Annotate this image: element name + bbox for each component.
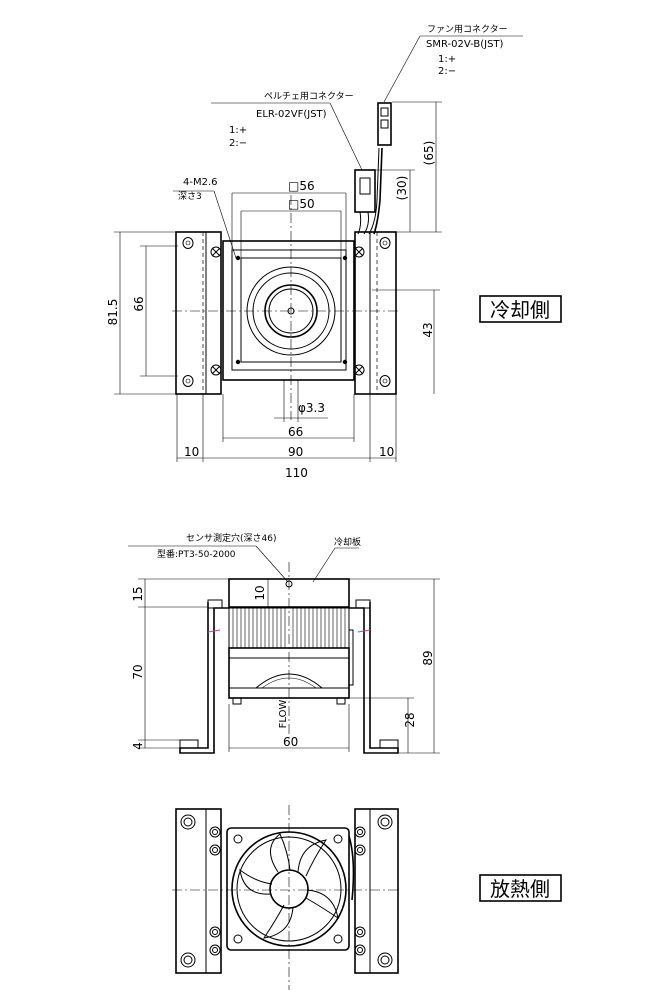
front-view-labels: センサ測定穴(深さ46) 型番:PT3-50-2000 冷却板 15 10 70… bbox=[131, 532, 435, 750]
screw-hole-spec: 4-M2.6 bbox=[183, 177, 218, 188]
cold-plate-side bbox=[228, 578, 350, 608]
fan-hub bbox=[269, 869, 309, 909]
peltier-connector bbox=[354, 169, 376, 213]
peltier-pin1: 1:+ bbox=[229, 125, 247, 136]
dim-90: 90 bbox=[288, 445, 303, 459]
sensor-model-label: 型番:PT3-50-2000 bbox=[157, 548, 236, 560]
dim-43: 43 bbox=[421, 322, 435, 337]
screw-hole-depth: 深さ3 bbox=[178, 191, 202, 202]
cold-plate-outer bbox=[222, 240, 355, 381]
dim-50: □50 bbox=[288, 197, 315, 211]
heat-side-label: 放熱側 bbox=[490, 877, 550, 901]
bottom-view-labels: 放熱側 bbox=[479, 874, 562, 902]
dim-30: (30) bbox=[395, 176, 409, 201]
dim-89: 89 bbox=[421, 650, 435, 665]
fan-connector-model: SMR-02V-B(JST) bbox=[426, 39, 504, 50]
peltier-connector-model: ELR-02VF(JST) bbox=[256, 109, 327, 120]
dim-hole: φ3.3 bbox=[298, 401, 325, 415]
fan-ring bbox=[231, 831, 347, 947]
dim-66-bottom: 66 bbox=[288, 425, 303, 439]
bottom-view bbox=[172, 805, 400, 990]
fan-pin2: 2:− bbox=[438, 66, 456, 77]
dim-65: (65) bbox=[422, 141, 436, 166]
peltier-pin2: 2:− bbox=[229, 138, 247, 149]
square-56 bbox=[231, 249, 347, 371]
heat-side-box bbox=[479, 874, 562, 902]
dim-28: 28 bbox=[403, 712, 417, 727]
dim-110: 110 bbox=[285, 466, 308, 480]
dim-4: 4 bbox=[131, 742, 145, 750]
fan-connector bbox=[377, 102, 392, 146]
fan-connector-title: ファン用コネクター bbox=[427, 24, 508, 35]
dim-70: 70 bbox=[131, 664, 145, 679]
dim-10: 10 bbox=[253, 585, 267, 600]
top-view-labels: ファン用コネクター SMR-02V-B(JST) 1:+ 2:− ペルチェ用コネ… bbox=[106, 24, 562, 480]
dim-10-right: 10 bbox=[379, 445, 394, 459]
cooling-side-label: 冷却側 bbox=[490, 298, 550, 322]
fan-frame bbox=[226, 827, 350, 951]
dim-60: 60 bbox=[283, 735, 298, 749]
left-bracket-bottom bbox=[175, 808, 222, 974]
dim-56: □56 bbox=[288, 179, 315, 193]
front-view bbox=[128, 545, 440, 754]
fan-blades bbox=[239, 833, 339, 939]
peltier-connector-title: ペルチェ用コネクター bbox=[264, 91, 354, 102]
dim-15: 15 bbox=[131, 586, 145, 601]
dim-66-left: 66 bbox=[132, 296, 146, 311]
fan-wire bbox=[373, 147, 383, 235]
sensor-hole-label: センサ測定穴(深さ46) bbox=[186, 532, 276, 544]
dim-10-left: 10 bbox=[184, 445, 199, 459]
top-view bbox=[114, 35, 523, 462]
dim-81-5: 81.5 bbox=[106, 299, 120, 326]
flow-label: FLOW bbox=[278, 700, 289, 729]
fan-pin1: 1:+ bbox=[438, 54, 456, 65]
cold-plate-label: 冷却板 bbox=[334, 536, 361, 548]
cooling-side-box bbox=[479, 295, 562, 323]
